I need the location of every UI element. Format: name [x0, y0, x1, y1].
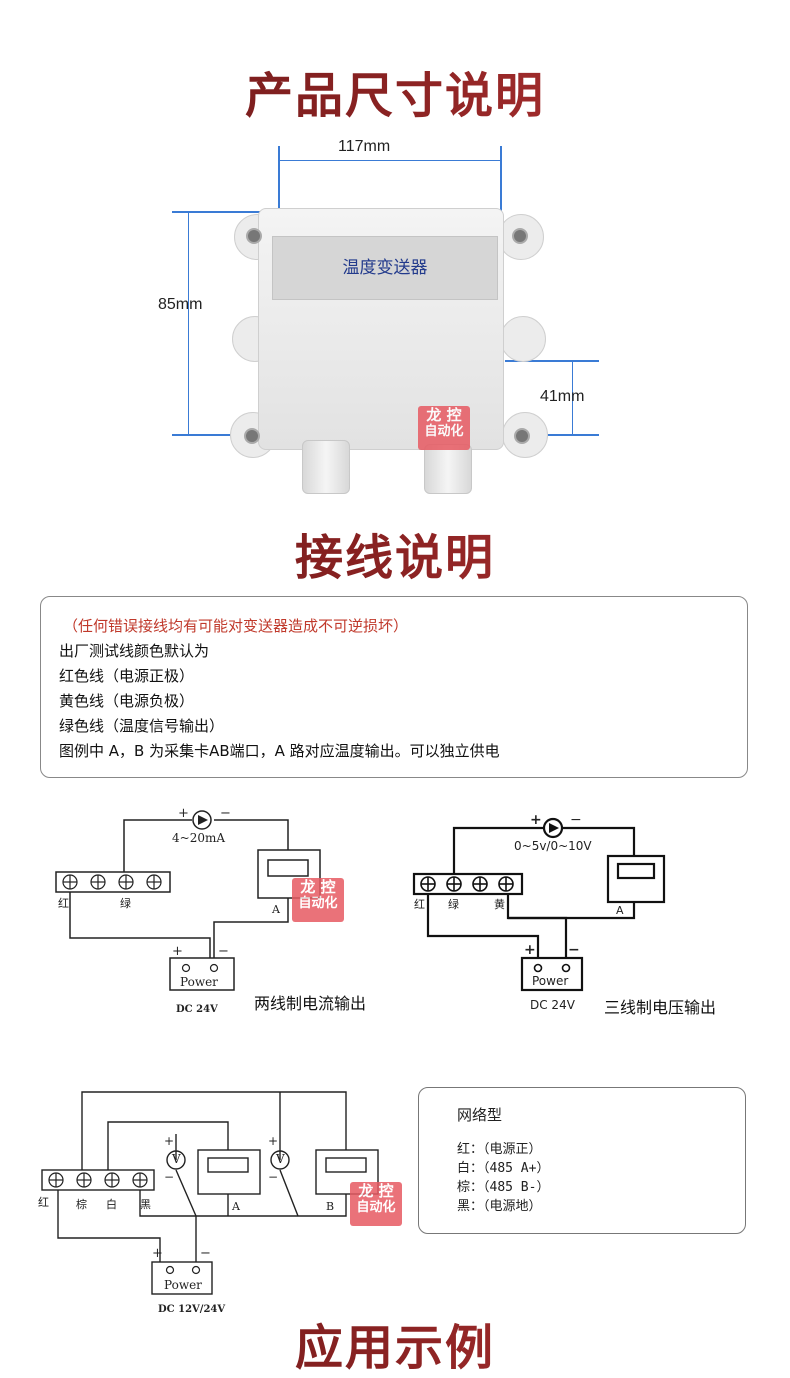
size-heading: 产品尺寸说明 [0, 56, 790, 126]
wire-label-red: 红 [414, 898, 425, 911]
wire-label-black: 黑 [140, 1198, 151, 1211]
meter-v-label: V [172, 1152, 181, 1166]
power-minus: − [568, 942, 580, 958]
power-label: Power [164, 1278, 202, 1292]
height-dim-line [188, 211, 189, 436]
network-title: 网络型 [457, 1106, 503, 1124]
supply-label: DC 12V/24V [158, 1304, 226, 1315]
brand-logo-line1: 龙 控 [426, 406, 462, 424]
port-b-label: B [326, 1200, 335, 1213]
supply-label: DC 24V [176, 1004, 218, 1015]
current-label: 4~20mA [172, 831, 226, 845]
notice-line: 黄色线（电源负极） [59, 692, 195, 710]
width-dim-right-tick [500, 146, 502, 216]
width-dim-left-tick [278, 146, 280, 216]
wire-label-green: 绿 [120, 897, 131, 910]
warning-text: （任何错误接线均有可能对变送器造成不可逆损坏） [63, 617, 409, 635]
screw-icon [514, 428, 530, 444]
notice-line: 红色线（电源正极） [59, 667, 195, 685]
application-heading: 应用示例 [0, 1308, 790, 1378]
port-a-label: A [272, 903, 280, 916]
height-dim-bottom-tick [172, 434, 252, 436]
screw-icon [244, 428, 260, 444]
brand-logo: 龙 控 自动化 [292, 878, 344, 922]
network-line: 棕：（485 B-） [457, 1180, 550, 1195]
brand-logo-line2: 自动化 [356, 1200, 396, 1215]
network-line: 红：（电源正） [457, 1142, 542, 1157]
device-name: 温度变送器 [342, 258, 428, 278]
power-label: Power [532, 974, 569, 988]
brand-logo-line1: 龙 控 [358, 1182, 394, 1200]
notice-line: 出厂测试线颜色默认为 [59, 642, 210, 660]
brand-logo-line2: 自动化 [298, 896, 338, 911]
minus-sign: − [220, 806, 231, 821]
mount-dim-label: 41mm [540, 388, 585, 405]
wire-label-brown: 棕 [76, 1198, 87, 1211]
voltage-label: 0~5v/0~10V [514, 839, 592, 853]
power-minus: − [200, 1246, 211, 1261]
diagram-caption: 三线制电压输出 [604, 998, 717, 1017]
plus-sign: + [530, 812, 542, 828]
mount-ear [500, 316, 546, 362]
brand-logo: 龙 控 自动化 [418, 406, 470, 450]
brand-logo-line2: 自动化 [424, 424, 464, 439]
network-legend: 网络型 红：（电源正） 白：（485 A+） 棕：（485 B-） 黑：（电源地… [418, 1087, 746, 1234]
diagram-caption: 两线制电流输出 [254, 994, 367, 1013]
port-a-label: A [616, 904, 624, 917]
power-plus: + [524, 942, 536, 958]
wire-label-white: 白 [106, 1198, 117, 1211]
notice-line: 图例中 A，B 为采集卡AB端口，A 路对应温度输出。可以独立供电 [59, 742, 500, 760]
cable-gland [302, 440, 350, 494]
wire-label-yellow: 黄 [494, 898, 505, 911]
supply-label: DC 24V [530, 998, 575, 1012]
wiring-notice: （任何错误接线均有可能对变送器造成不可逆损坏） 出厂测试线颜色默认为 红色线（电… [40, 596, 748, 778]
height-dim-label: 85mm [158, 296, 203, 313]
width-dim-label: 117mm [338, 138, 391, 155]
network-line: 黑：（电源地） [457, 1199, 542, 1214]
device-label: 温度变送器 [272, 236, 498, 300]
power-label: Power [180, 975, 218, 989]
mount-dim-bottom-tick [520, 434, 599, 436]
wire-label-red: 红 [58, 897, 69, 910]
meter-v-label: V [276, 1152, 285, 1166]
network-line: 白：（485 A+） [457, 1161, 550, 1176]
plus-sign: + [178, 806, 189, 821]
height-dim-top-tick [172, 211, 272, 213]
port-a-label: A [232, 1200, 240, 1213]
power-plus: + [172, 944, 183, 959]
plus-sign: + [164, 1134, 175, 1148]
plus-sign: + [268, 1134, 279, 1148]
notice-line: 绿色线（温度信号输出） [59, 717, 225, 735]
mount-dim-line [572, 360, 573, 436]
cable-gland [424, 444, 472, 494]
screw-icon [246, 228, 262, 244]
minus-sign: − [268, 1170, 279, 1184]
brand-logo-line1: 龙 控 [300, 878, 336, 896]
wiring-heading: 接线说明 [0, 518, 790, 588]
minus-sign: − [570, 812, 582, 828]
power-minus: − [218, 944, 229, 959]
mount-dim-top-tick [505, 360, 599, 362]
wire-label-green: 绿 [448, 898, 459, 911]
wire-label-red: 红 [38, 1196, 49, 1209]
minus-sign: − [164, 1170, 175, 1184]
power-plus: + [152, 1246, 163, 1261]
brand-logo: 龙 控 自动化 [350, 1182, 402, 1226]
screw-icon [512, 228, 528, 244]
width-dim-line [278, 160, 502, 161]
